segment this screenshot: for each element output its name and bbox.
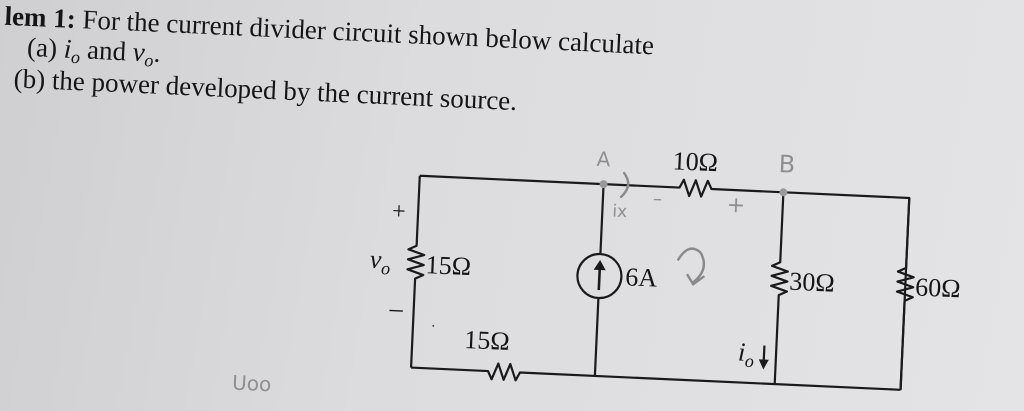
note-node-a: A <box>596 147 611 172</box>
note-ix: ix <box>612 202 628 223</box>
label-r-top: 10Ω <box>672 146 719 177</box>
top-wire-with-10ohm <box>419 174 911 390</box>
current-source <box>576 252 623 300</box>
label-source: 6A <box>625 262 658 292</box>
loop-arrow-icon <box>677 247 706 287</box>
left-15ohm-branch <box>406 175 426 368</box>
label-r-mid: 30Ω <box>789 267 836 298</box>
note-plus: + <box>726 193 746 219</box>
label-vo: vo <box>369 245 391 279</box>
bottom-wire-with-15ohm <box>411 362 901 391</box>
label-r-right: 60Ω <box>915 272 962 303</box>
label-r-left: 15Ω <box>425 250 472 281</box>
label-r-bottom: 15Ω <box>464 325 511 356</box>
label-vo-plus: + <box>392 199 407 226</box>
node-b-dot <box>779 188 788 197</box>
arrow-up-head <box>593 260 606 271</box>
part-b: (b) the power developed by the current s… <box>13 63 518 116</box>
dot: · <box>431 319 436 334</box>
handwritten-notes: A B ix – + Uoo <box>232 147 796 396</box>
node-a-dot <box>599 180 608 189</box>
note-node-b: B <box>778 150 796 179</box>
source-branch <box>593 184 605 376</box>
right-60ohm-branch <box>895 197 915 390</box>
note-minus: – <box>652 188 662 209</box>
label-vo-minus: – <box>388 294 404 324</box>
ix-arrow <box>619 171 630 199</box>
part-a: (a) io and vo. <box>26 32 161 71</box>
label-io: io <box>737 337 755 371</box>
note-scribble: Uoo <box>232 370 272 396</box>
circuit-diagram: 15Ω 15Ω 10Ω 30Ω 60Ω 6A + – vo io · <box>369 146 962 391</box>
mid-30ohm-branch <box>770 192 789 385</box>
arrow-down-head <box>758 359 769 370</box>
